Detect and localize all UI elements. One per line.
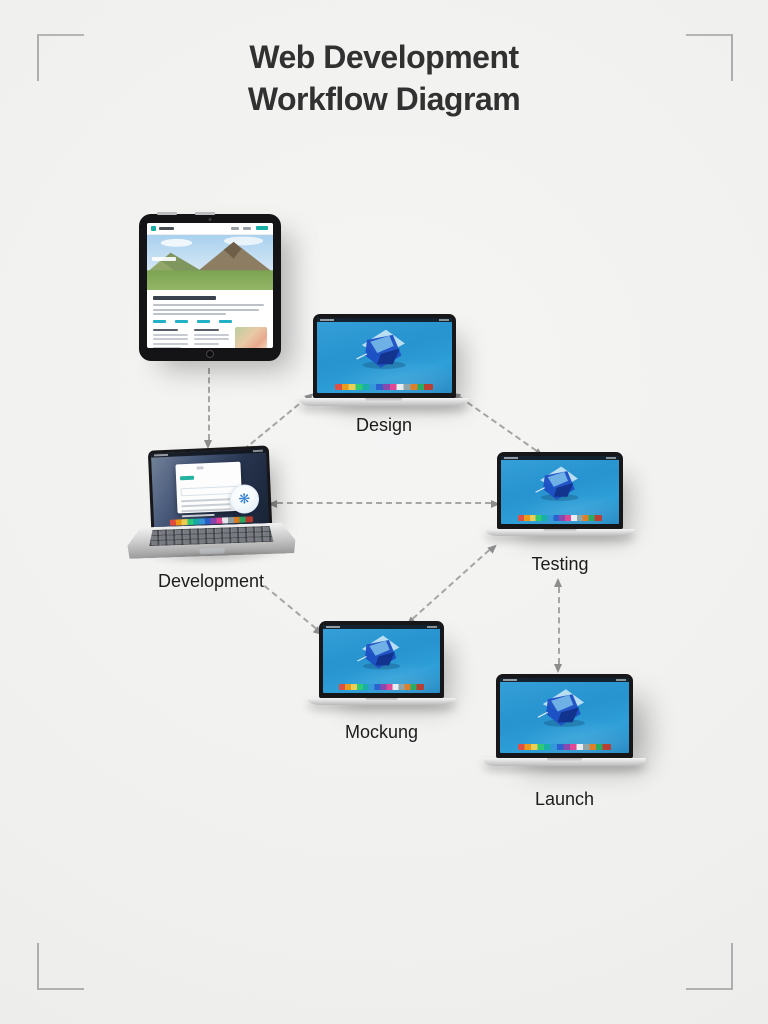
launch-laptop	[483, 674, 646, 766]
pinwheel-icon: ❋	[238, 490, 251, 508]
connector-development-to-design	[243, 397, 307, 451]
hero-mountain-image	[147, 235, 273, 290]
node-development: ❋ Development	[121, 445, 313, 598]
node-mockup: Mockung	[307, 621, 456, 743]
launch-label: Launch	[534, 789, 595, 809]
dock-icons	[339, 684, 424, 690]
design-label: Design	[355, 415, 413, 435]
connector-tablet-to-development	[208, 368, 210, 440]
node-design: Design	[299, 314, 469, 436]
menubar	[316, 318, 452, 322]
title-line-1: Web Development	[249, 39, 519, 75]
wallpaper-cloth-art	[537, 688, 586, 728]
webpage-navbar	[147, 223, 273, 235]
tablet-device	[139, 212, 281, 361]
node-planning-tablet	[139, 212, 281, 361]
window-input-placeholder	[180, 486, 238, 497]
dock-icons	[518, 744, 611, 750]
connector-mockup-testing	[412, 549, 490, 620]
hero-text-placeholder	[152, 257, 176, 261]
window-title-pill	[180, 475, 195, 481]
connector-design-testing	[458, 396, 538, 452]
crop-bracket-bottom-left	[37, 943, 84, 990]
keyboard-keys	[149, 526, 274, 546]
site-brand-placeholder	[159, 227, 174, 230]
development-label: Development	[157, 571, 265, 591]
wallpaper-cloth-art	[535, 465, 580, 502]
menubar	[323, 625, 440, 629]
design-laptop	[299, 314, 469, 406]
node-testing: Testing	[485, 452, 635, 575]
testing-laptop	[485, 452, 635, 536]
title-line-2: Workflow Diagram	[247, 81, 521, 117]
crop-bracket-top-left	[37, 34, 84, 81]
dock-icons	[335, 384, 433, 390]
link-row-placeholder	[153, 320, 267, 323]
app-badge: ❋	[229, 483, 260, 515]
tablet-top-button	[195, 212, 215, 215]
page-title: Web Development Workflow Diagram	[0, 36, 768, 120]
front-camera-icon	[208, 218, 212, 221]
article-photo	[235, 326, 267, 348]
text-column	[153, 327, 188, 348]
wallpaper-cloth-art	[356, 634, 401, 670]
menubar	[500, 678, 629, 682]
mockup-laptop	[307, 621, 456, 705]
site-logo-icon	[151, 226, 156, 231]
heading-placeholder	[153, 296, 216, 300]
development-laptop: ❋	[121, 445, 313, 574]
webpage-content	[147, 290, 273, 348]
dock-icons	[517, 515, 603, 521]
node-launch: Launch	[483, 674, 646, 810]
menubar	[501, 456, 619, 460]
crop-bracket-top-right	[686, 34, 733, 81]
connector-testing-launch	[558, 587, 560, 664]
home-button	[206, 350, 214, 358]
wallpaper-cloth-art	[355, 328, 407, 370]
testing-label: Testing	[531, 554, 589, 574]
tablet-screen	[147, 223, 273, 348]
tablet-top-button	[157, 212, 177, 215]
menubar	[150, 448, 267, 458]
crop-bracket-bottom-right	[686, 943, 733, 990]
mockup-label: Mockung	[344, 722, 419, 742]
connector-development-testing	[268, 500, 500, 508]
text-column	[194, 327, 229, 349]
